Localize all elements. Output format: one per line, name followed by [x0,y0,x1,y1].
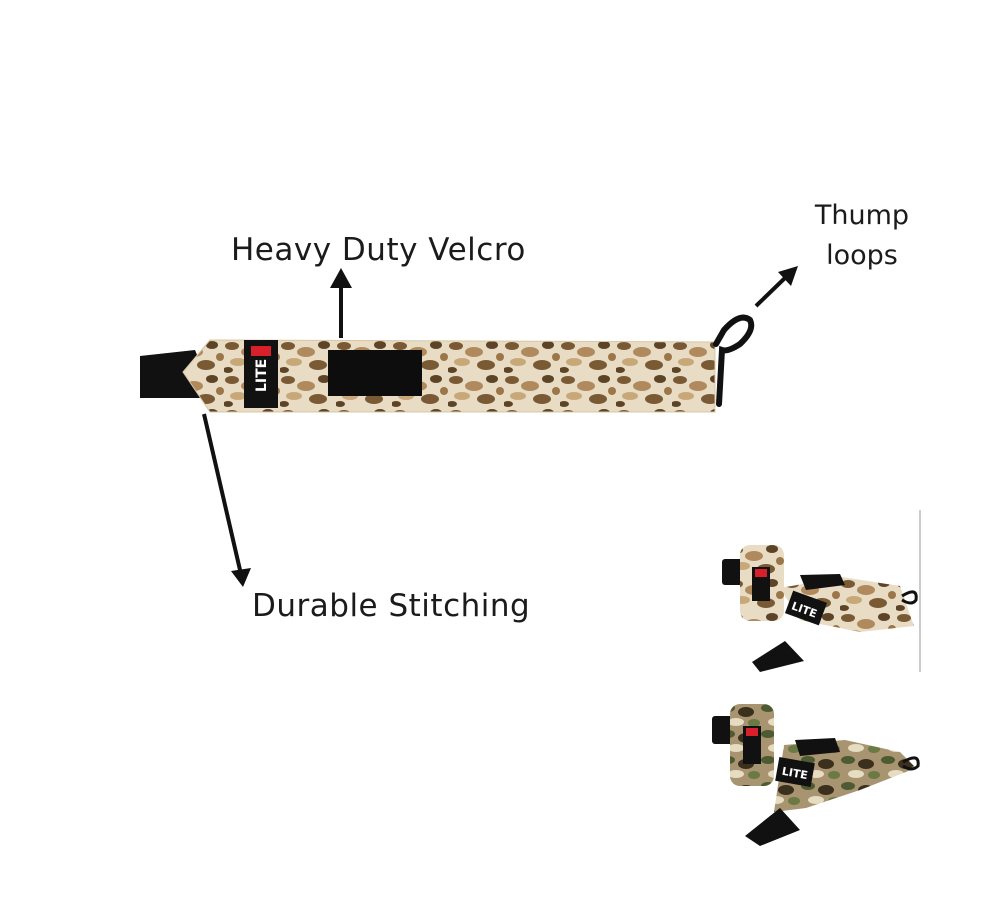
main-wrist-wrap: LITE [140,314,755,413]
inset-green-camo-wraps: LITE [712,704,920,846]
inset-desert-camo-wraps: LITE [722,545,918,672]
camo-strap [182,339,716,413]
velcro-callout-label: Heavy Duty Velcro [231,232,526,268]
thumb-loop-label-line1: Thump [814,200,910,231]
logo-red-mark [251,346,271,356]
stitching-arrow-icon [202,413,251,587]
thumb-loop-arrow-icon [754,266,798,308]
brand-logo-text: LITE [254,359,270,392]
thumb-loop-icon [713,314,755,407]
svg-text:LITE: LITE [781,765,809,782]
thumb-loop-label-line2: loops [826,240,898,271]
thumb-loop-callout-label: Thump loops [804,196,920,276]
velcro-arrow-icon [330,268,352,338]
stitching-callout-label: Durable Stitching [252,588,531,624]
velcro-patch [328,350,422,396]
